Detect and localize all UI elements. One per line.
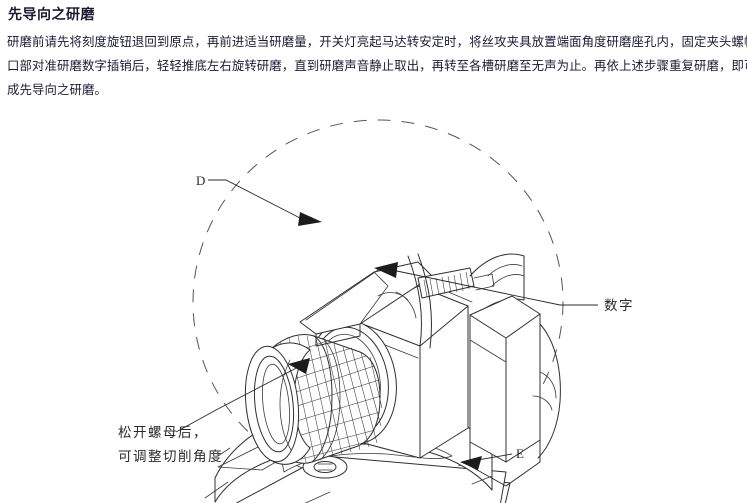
callout-e-arrowhead [460,456,482,470]
callout-digits: 数字 [374,262,634,313]
callout-d-arrowhead [298,212,322,226]
callout-e: E [460,446,524,470]
graduation-dial-knob [244,334,383,465]
callout-loosen-nut-arrowhead [288,358,310,374]
callout-digits-arrowhead [374,262,398,278]
callout-loosen-nut-line2: 可调整切削角度 [118,449,223,464]
body-line: 研磨前请先将刻度旋钮退回到原点，再前进适当研磨量，开关灯亮起马达转安定时，将丝攻… [7,35,747,49]
threaded-adjust-screw [417,267,495,299]
callout-digits-label: 数字 [604,298,634,313]
technical-illustration: D 数字 松开螺母后， 可调整切削角度 E [0,110,747,503]
callout-d: D [196,173,322,226]
dial-front-ring [244,342,311,465]
body-line: 口部对准研磨数字插销后，轻轻推底左右旋转研磨，直到研磨声音静止取出，再转至各槽研… [7,59,747,73]
background-detail-strokes [204,447,493,499]
page-title: 先导向之研磨 [8,6,95,22]
machine-post-column [469,295,561,487]
body-paragraph: 研磨前请先将刻度旋钮退回到原点，再前进适当研磨量，开关灯亮起马达转安定时，将丝攻… [7,30,747,102]
callout-loosen-nut: 松开螺母后， 可调整切削角度 [118,358,310,464]
callout-loosen-nut-line1: 松开螺母后， [118,425,208,440]
callout-d-label: D [196,173,205,188]
machine-line-drawing-svg: D 数字 松开螺母后， 可调整切削角度 E [118,119,634,503]
callout-e-label: E [516,446,524,461]
knurl-texture [271,335,383,463]
body-line: 成先导向之研磨。 [7,83,107,97]
